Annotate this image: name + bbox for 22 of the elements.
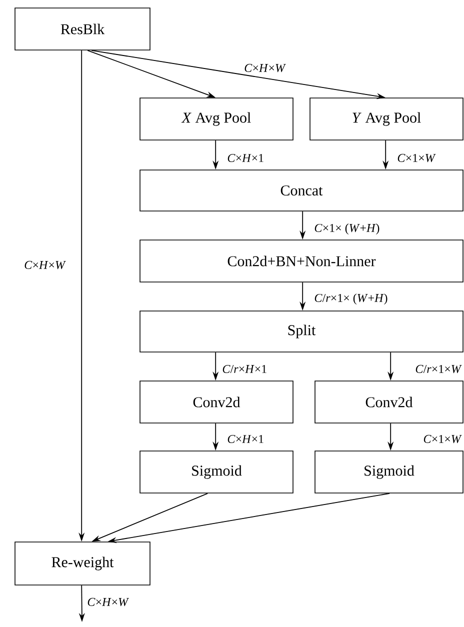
edge-label: C×H×1 — [226, 434, 266, 444]
process-box: ResBlk — [14, 8, 150, 50]
edge-label: C×H×W — [86, 596, 130, 608]
process-box: Conv2d — [140, 380, 294, 424]
process-box: Re-weight — [14, 542, 150, 586]
edge-label: C/r×1× (W+H) — [313, 292, 389, 306]
process-box: Sigmoid — [140, 450, 294, 494]
process-box: Con2d+BN+Non-Linner — [140, 240, 464, 282]
process-box: Sigmoid — [314, 450, 464, 494]
edge-label: C/r×1×W — [414, 364, 463, 374]
edge-label: C×H×1 — [226, 152, 266, 164]
process-box: Conv2d — [314, 380, 464, 424]
edge-label: C×1× (W+H) — [313, 222, 381, 236]
process-box: X Avg Pool — [140, 98, 294, 140]
edge-label: C/r×H×1 — [221, 364, 268, 374]
edge-label: C×H×W — [243, 62, 287, 74]
edge-label: C×1×W — [396, 152, 437, 164]
process-box: Y Avg Pool — [310, 98, 464, 140]
process-box: Concat — [140, 170, 464, 212]
edge-label: C×1×W — [422, 434, 463, 444]
process-box: Split — [140, 310, 464, 352]
edge-label: C×H×W — [23, 260, 67, 270]
